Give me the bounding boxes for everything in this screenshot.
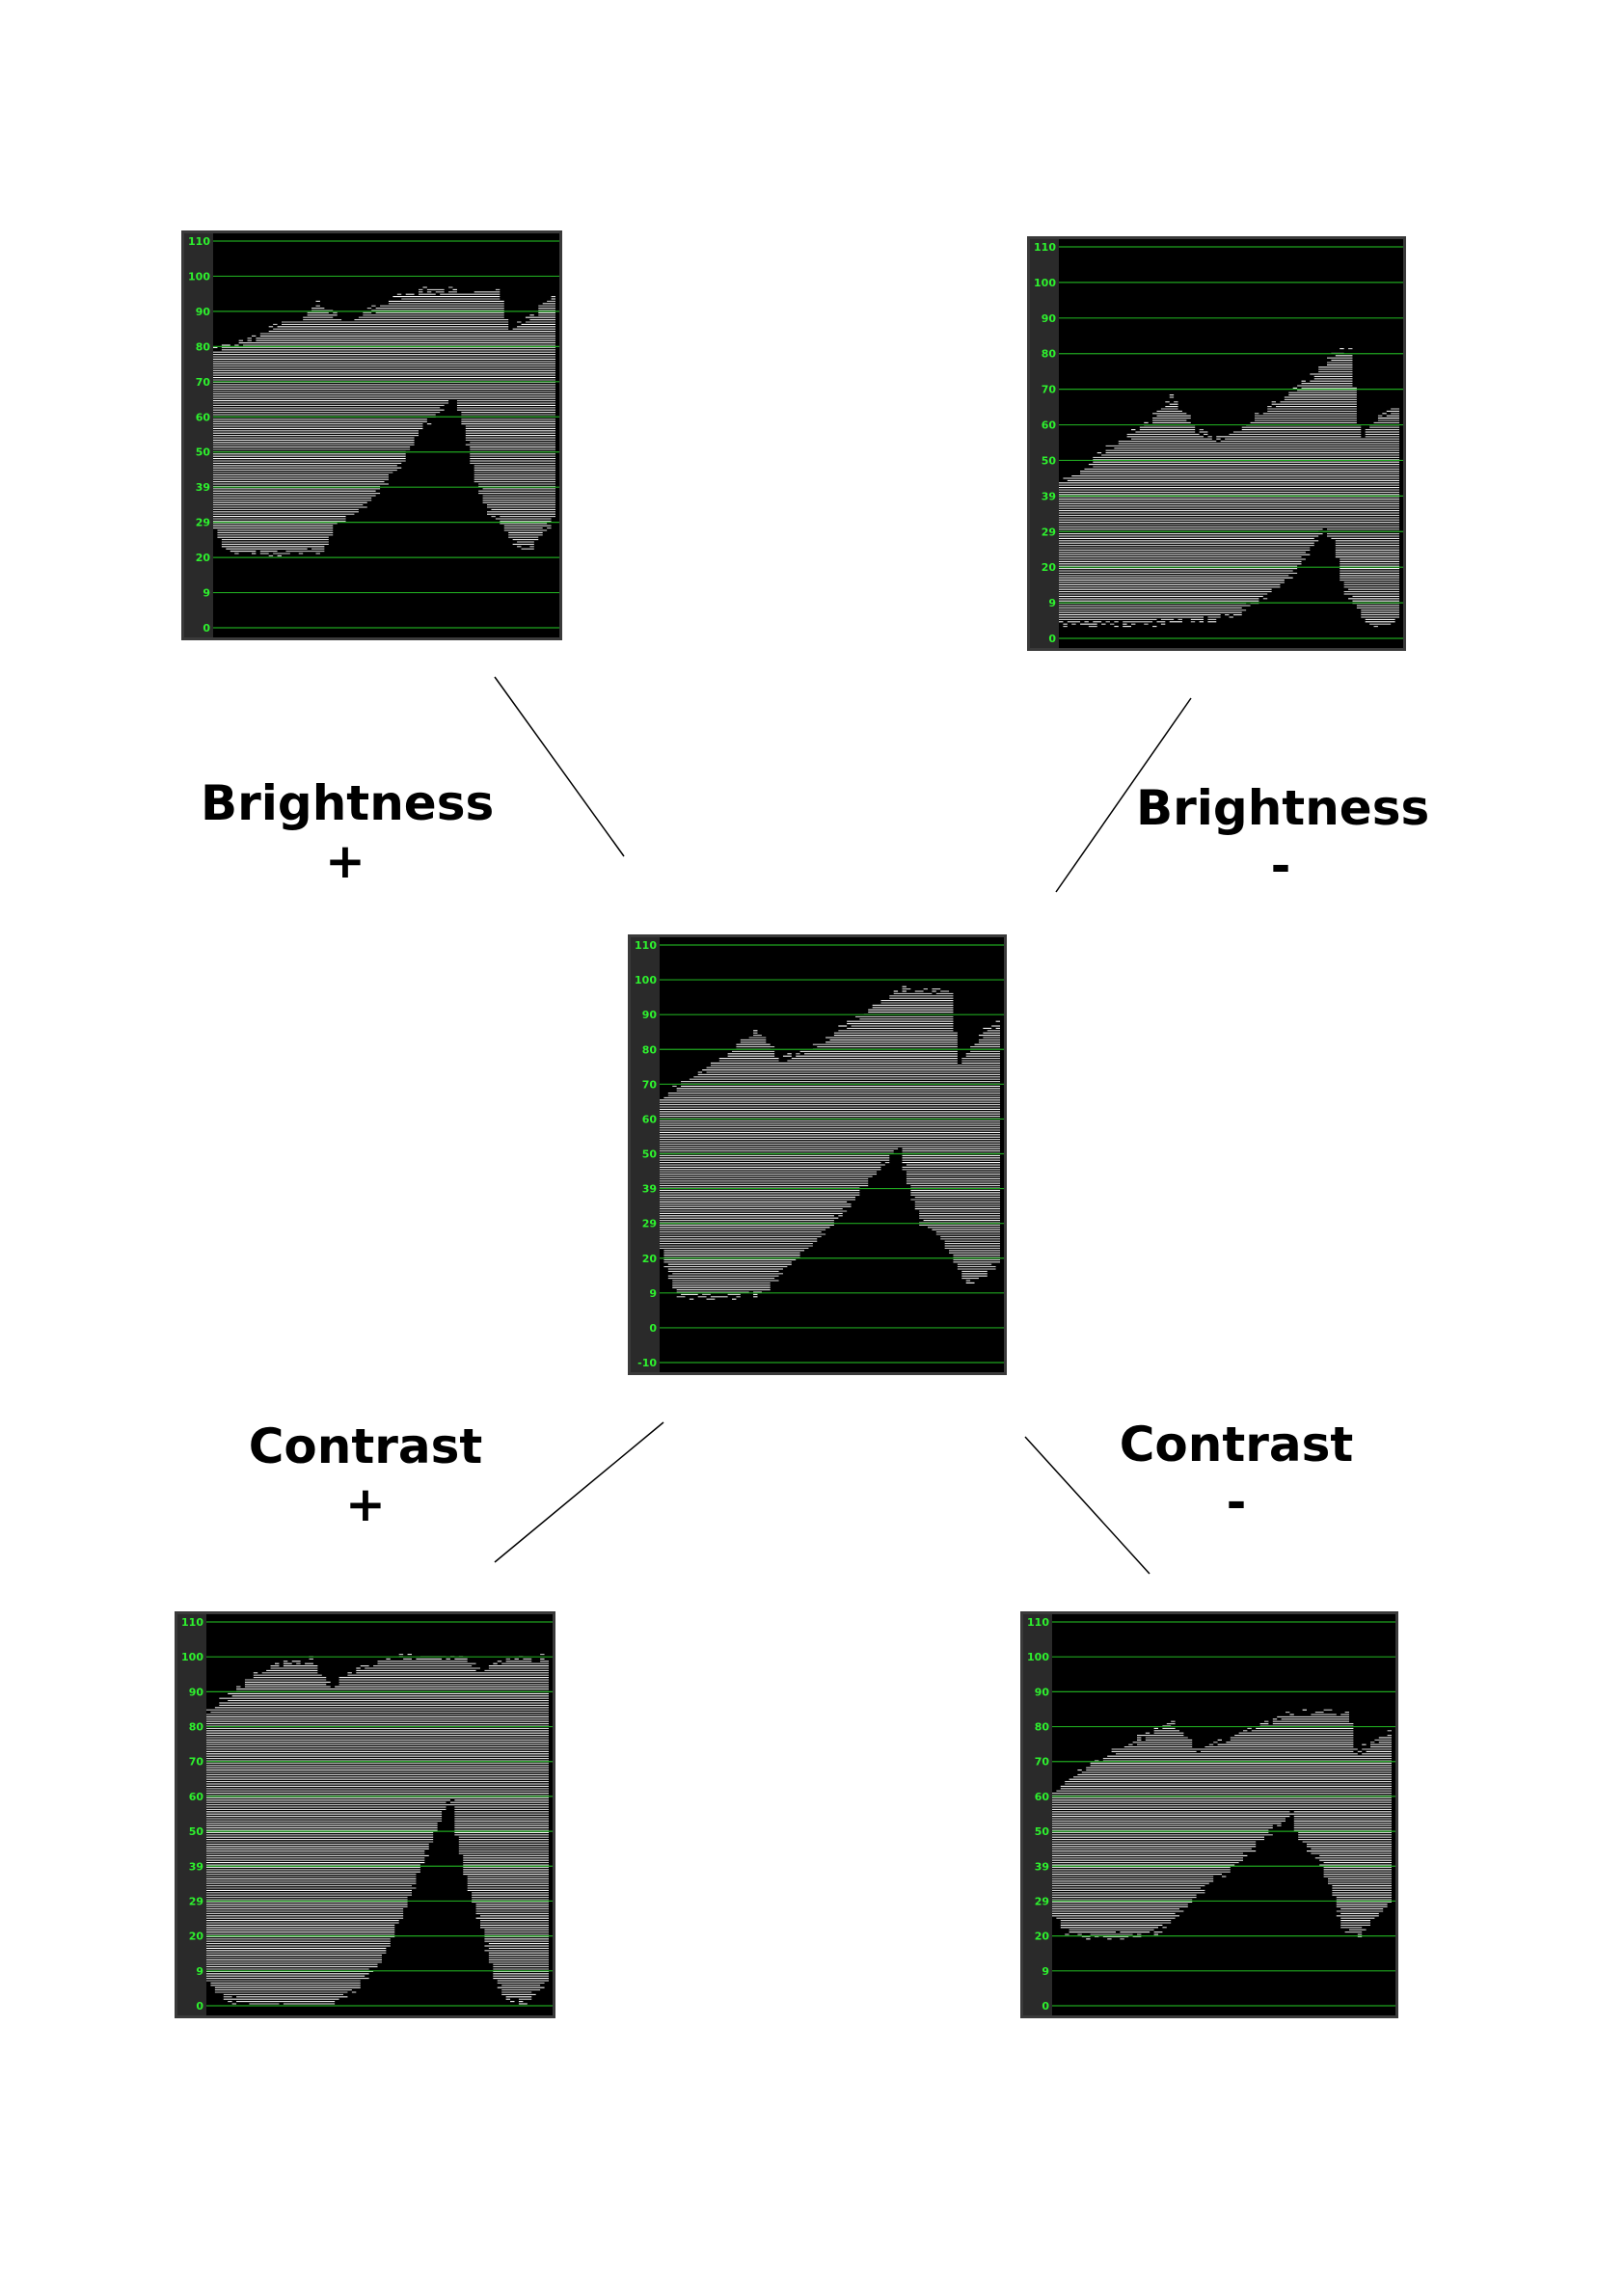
scale-tick-label: 90: [196, 306, 211, 318]
scale-strip: [631, 937, 660, 1372]
scale-tick-label: 110: [188, 235, 210, 248]
scale-tick-label: 110: [635, 939, 657, 952]
scale-tick-label: 20: [1035, 1931, 1050, 1943]
scale-tick-label: 70: [1035, 1756, 1050, 1769]
scale-tick-label: 50: [196, 446, 211, 459]
scale-tick-label: 50: [1042, 454, 1057, 467]
scale-tick-label: 90: [189, 1686, 204, 1698]
scale-tick-label: 9: [1042, 1965, 1049, 1978]
scale-tick-label: 0: [1042, 2000, 1049, 2012]
brightness-plus-label: Brightness +: [201, 774, 495, 890]
scale-tick-label: 29: [1042, 526, 1056, 538]
scale-tick-label: 100: [188, 270, 210, 283]
scale-tick-label: 110: [181, 1616, 203, 1629]
scale-tick-label: 20: [196, 552, 211, 564]
label-word: Contrast: [248, 1418, 483, 1474]
scale-tick-label: 80: [189, 1721, 204, 1734]
scale-tick-label: 0: [203, 622, 210, 635]
scale-tick-label: 60: [189, 1791, 204, 1803]
scale-tick-label: 80: [1042, 348, 1057, 361]
connector-brightness-plus: [494, 676, 625, 857]
scale-tick-label: 80: [1035, 1721, 1050, 1734]
scale-tick-label: 39: [642, 1183, 657, 1196]
scale-tick-label: 0: [1048, 633, 1056, 645]
label-sign: +: [325, 833, 365, 889]
scale-tick-label: 20: [189, 1931, 204, 1943]
scale-tick-label: 29: [642, 1218, 657, 1230]
scale-tick-label: 60: [196, 411, 211, 423]
scale-tick-label: 110: [1034, 241, 1056, 254]
label-word: Brightness: [201, 775, 495, 831]
scale-strip: [1023, 1614, 1052, 2015]
scale-tick-label: 100: [1027, 1651, 1049, 1663]
scale-tick-label: 9: [196, 1965, 203, 1978]
label-word: Contrast: [1119, 1417, 1354, 1472]
brightness-minus-label: Brightness -: [1136, 779, 1430, 895]
scale-strip: [177, 1614, 206, 2015]
scale-tick-label: 9: [649, 1287, 657, 1300]
scale-tick-label: 60: [1042, 419, 1057, 432]
scale-strip: [1030, 239, 1059, 648]
scale-tick-label: 39: [1035, 1860, 1049, 1873]
scale-tick-label: 70: [189, 1756, 204, 1769]
scale-tick-label: 110: [1027, 1616, 1049, 1629]
scale-tick-label: 29: [196, 517, 210, 529]
scale-tick-label: 20: [642, 1253, 658, 1265]
scale-tick-label: 80: [642, 1043, 658, 1056]
scale-tick-label: 9: [1048, 597, 1056, 609]
scale-tick-label: 100: [1034, 277, 1056, 289]
waveform-trace: [206, 1654, 549, 2005]
scale-tick-label: 90: [1035, 1686, 1050, 1698]
contrast-plus-label: Contrast +: [221, 1418, 510, 1533]
scale-tick-label: 39: [196, 481, 210, 494]
scale-tick-label: 70: [196, 376, 211, 389]
scale-tick-label: 90: [1042, 312, 1057, 325]
scale-tick-label: 0: [196, 2000, 203, 2012]
scale-tick-label: 20: [1042, 561, 1057, 574]
scale-tick-label: 60: [1035, 1791, 1050, 1803]
scale-tick-label: 90: [642, 1009, 658, 1021]
scale-strip: [184, 233, 213, 637]
scale-tick-label: 39: [189, 1860, 203, 1873]
connector-contrast-plus: [494, 1421, 664, 1563]
contrast-minus-label: Contrast -: [1092, 1416, 1381, 1531]
scale-tick-label: 29: [189, 1895, 203, 1907]
scale-tick-label: 100: [181, 1651, 203, 1663]
scale-tick-label: 100: [635, 974, 657, 986]
label-sign: -: [1226, 1474, 1247, 1530]
scale-tick-label: 50: [642, 1148, 658, 1161]
scale-tick-label: 0: [649, 1322, 657, 1335]
scope-background: [1023, 1614, 1395, 2015]
label-sign: -: [1270, 838, 1291, 894]
label-word: Brightness: [1136, 780, 1430, 836]
scale-tick-label: 50: [189, 1825, 204, 1838]
scale-tick-label: 70: [1042, 384, 1057, 396]
waveform-trace: [1052, 1709, 1392, 1940]
scale-tick-label: 39: [1042, 490, 1056, 502]
label-sign: +: [345, 1476, 386, 1532]
scale-tick-label: 60: [642, 1113, 658, 1125]
scale-tick-label: -10: [637, 1357, 657, 1369]
waveform-trace: [660, 986, 1000, 1300]
scale-tick-label: 70: [642, 1078, 658, 1091]
scale-tick-label: 80: [196, 340, 211, 353]
scale-tick-label: 29: [1035, 1895, 1049, 1907]
scale-tick-label: 50: [1035, 1825, 1050, 1838]
scale-tick-label: 9: [203, 587, 210, 600]
